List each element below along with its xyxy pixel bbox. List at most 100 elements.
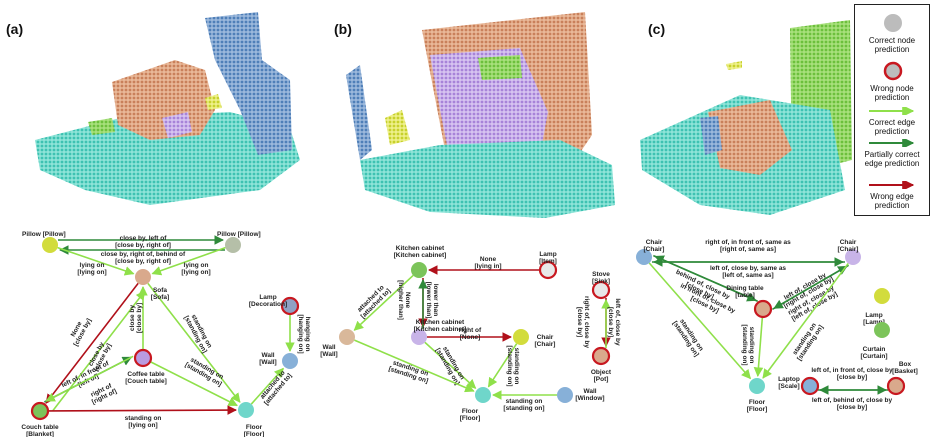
- graph-b-node-floorb: [475, 387, 491, 403]
- graph-c-node-label-dining: Dining table[table]: [726, 285, 764, 299]
- graph-a-edge-label-12: attached to[attached to]: [258, 368, 294, 407]
- graph-c-node-label-lampc: Lamp[Lamp]: [863, 312, 885, 326]
- point-cloud-b: [346, 12, 615, 218]
- lamp-cloud: [726, 61, 742, 70]
- graph-a-edge-13: [47, 405, 237, 415]
- graph-a-edge-12: [250, 367, 284, 405]
- graph-c-node-label-laptop: Laptop[Scale]: [778, 376, 800, 390]
- legend-wrong-node: Wrong node prediction: [870, 84, 914, 102]
- graph-b-node-kcab2: [411, 329, 427, 345]
- graph-b-node-wallb: [339, 329, 355, 345]
- graph-b-edge-label-4: right of[None]: [459, 327, 482, 341]
- microwave-cloud: [478, 55, 522, 80]
- graph-a-node-floor: [238, 402, 254, 418]
- graph-a-node-pillow2: [225, 237, 241, 253]
- graph-c-node-dining: [753, 299, 773, 319]
- sofa-cloud: [112, 60, 215, 140]
- graph-c: right of, in front of, same as[right of,…: [636, 239, 918, 413]
- graph-b-node-label-stove: Stove[Sink]: [592, 271, 610, 285]
- graph-a-node-label-lamp: Lamp[Decoration]: [249, 294, 287, 308]
- graph-c-node-label-box: Box[Basket]: [892, 361, 918, 375]
- graph-a-edge-label-13: standing on[lying on]: [125, 415, 162, 429]
- panel-tag-a: (a): [6, 21, 24, 37]
- graph-c-edge-3: [654, 255, 758, 302]
- graph-a-edge-label-4: None[close by]: [66, 314, 93, 347]
- graph-c-edge-label-7: standing on[standing on]: [790, 320, 825, 362]
- floor-cloud: [35, 112, 300, 205]
- graph-b-edge-label-0: None[lying in]: [474, 256, 501, 270]
- wrong-node-swatch: [883, 61, 903, 81]
- coffee-table-cloud: [162, 112, 192, 138]
- graph-a-edge-label-6: close by[close by]: [129, 303, 143, 333]
- graph-c-node-box: [886, 376, 906, 396]
- graph-b-edge-label-2: None[higher than]: [397, 280, 411, 320]
- graph-a-edge-11: [149, 360, 238, 407]
- graph-c-edge-label-0: right of, in front of, same as[right of,…: [705, 239, 791, 253]
- graph-c-edge-5: [772, 265, 848, 311]
- panel-tag-b: (b): [334, 21, 352, 37]
- graph-c-node-label-chair1: Chair[Chair]: [644, 239, 665, 253]
- graph-a-edge-10: [45, 355, 134, 402]
- point-cloud-c: [640, 20, 852, 215]
- graph-b-edge-label-5: standing on[standing on]: [434, 344, 467, 387]
- point-cloud-a: [35, 12, 300, 205]
- graph-a-node-label-wall: Wall[Wall]: [259, 352, 276, 366]
- legend-correct-node: Correct node prediction: [868, 36, 916, 54]
- graph-a-edge-label-10: right of[right of]: [88, 382, 118, 406]
- left-wall-cloud: [346, 65, 372, 160]
- graph-b-edge-label-3: lower than[lower than]: [425, 282, 439, 319]
- graph-c-node-chair2: [845, 249, 861, 265]
- graph-b-node-wallw: [557, 387, 573, 403]
- graph-b-edge-label-10: left of, close by[close by]: [607, 298, 621, 346]
- graph-b-node-label-wallw: Wall[Window]: [575, 388, 604, 402]
- graph-b-node-label-kcab2: Kitchen cabinet[Kitchen cabinet]: [414, 319, 467, 333]
- graph-a-node-label-sofa: Sofa[Sofa]: [151, 287, 169, 301]
- graph-b-node-label-kcab1: Kitchen cabinet[Kitchen cabinet]: [394, 245, 447, 259]
- graph-b-edge-label-8: standing on[standing on]: [503, 398, 544, 412]
- partial-edge-swatch: [869, 139, 915, 147]
- graph-b-node-label-wallb: Wall[Wall]: [320, 344, 337, 358]
- graph-c-node-lampc: [874, 288, 890, 304]
- graph-c-edge-label-9: left of, in front of, close by[close by]: [811, 367, 893, 381]
- wrong-edge-swatch: [869, 181, 915, 189]
- graph-c-edge-6: [648, 262, 752, 380]
- blanket-cloud: [88, 118, 115, 135]
- graph-a-edge-4: [45, 282, 139, 404]
- graph-b-edge-label-9: right of, close by[close by]: [576, 296, 590, 348]
- graph-b-edge-label-1: attached to[attached to]: [355, 283, 392, 320]
- graph-b-node-object: [591, 346, 611, 366]
- legend-correct-edge: Correct edge prediction: [868, 118, 916, 136]
- graph-a-edge-label-8: hanging on[hanging on]: [297, 314, 311, 353]
- graph-a-edge-label-11: standing on[standing on]: [184, 355, 227, 388]
- graph-a-edge-label-1: close by, right of, behind of[close by, …: [101, 251, 186, 265]
- graph-b-edge-5: [424, 341, 477, 389]
- graph-a: close by, left of[close by, right of] clo…: [21, 231, 311, 437]
- floor-cloud-b: [360, 140, 615, 218]
- graph-a-edge-label-2: lying on[lying on]: [77, 262, 106, 276]
- chair-cloud-c: [700, 116, 722, 155]
- graph-c-edge-label-1: left of, close by, same as[left of, same…: [710, 265, 786, 279]
- graph-b-edge-6: [487, 343, 518, 388]
- graph-b-node-label-floorb: Floor[Floor]: [460, 408, 481, 422]
- graph-a-edge-7: [147, 282, 241, 403]
- graph-b-edge-1: [353, 274, 414, 331]
- legend: Correct node prediction Wrong node predi…: [854, 4, 930, 216]
- graph-a-edge-2: [57, 246, 135, 276]
- graph-b: None[lying in] attached to[attached to]No…: [320, 245, 621, 422]
- graph-a-node-label-couch: Couch table[Blanket]: [21, 424, 59, 437]
- graph-a-node-sofa: [135, 269, 151, 285]
- graph-a-node-coffee: [133, 348, 153, 368]
- graph-c-node-label-curtain: Curtain[Curtain]: [860, 346, 887, 360]
- graph-b-edge-7: [354, 339, 475, 393]
- graph-c-edge-7: [762, 262, 849, 379]
- graph-a-edge-label-0: close by, left of[close by, right of]: [115, 235, 171, 249]
- graph-b-node-lampb: [538, 260, 558, 280]
- graph-c-node-label-chair2: Chair[Chair]: [838, 239, 859, 253]
- graph-a-node-label-floor: Floor[Floor]: [244, 424, 265, 437]
- graph-a-node-label-coffee: Coffee table[Couch table]: [125, 371, 167, 385]
- graph-a-node-pillow1: [42, 237, 58, 253]
- graph-a-node-lamp: [280, 296, 300, 316]
- graph-c-edge-8: [753, 316, 764, 377]
- graph-c-edge-label-10: left of, behind of, close by[close by]: [812, 397, 893, 411]
